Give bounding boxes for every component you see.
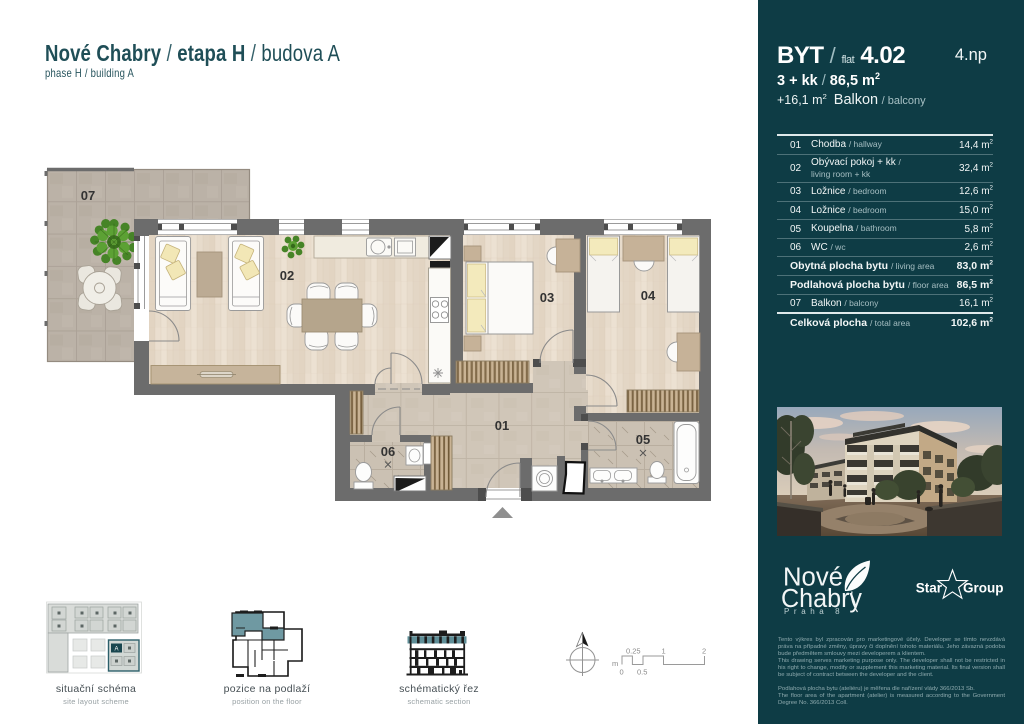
svg-text:05: 05 <box>636 432 650 447</box>
svg-text:01: 01 <box>495 418 509 433</box>
svg-text:0.5: 0.5 <box>637 668 647 677</box>
svg-text:0: 0 <box>620 668 624 677</box>
svg-text:2: 2 <box>702 647 706 656</box>
svg-text:1: 1 <box>662 647 666 656</box>
svg-text:04: 04 <box>641 288 656 303</box>
svg-text:02: 02 <box>280 268 294 283</box>
svg-text:Star: Star <box>916 581 943 596</box>
svg-text:06: 06 <box>381 444 395 459</box>
svg-text:A: A <box>114 647 118 653</box>
svg-text:03: 03 <box>540 290 554 305</box>
svg-text:m: m <box>612 659 618 668</box>
svg-text:07: 07 <box>81 188 95 203</box>
svg-text:0.25: 0.25 <box>626 647 641 656</box>
svg-text:Praha 8: Praha 8 <box>784 607 844 616</box>
svg-text:Nové: Nové <box>783 564 843 592</box>
svg-text:Group: Group <box>963 581 1004 596</box>
